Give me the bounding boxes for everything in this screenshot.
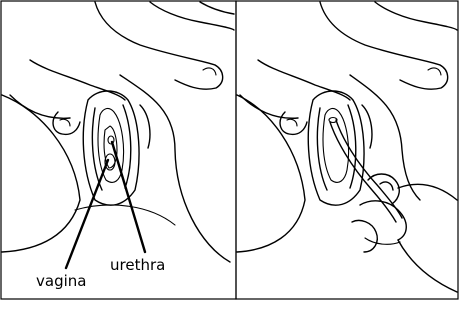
left-panel: vagina urethra [1, 1, 236, 299]
catheter-tube [329, 118, 402, 223]
left-panel-frame [1, 1, 236, 299]
right-vulva [308, 91, 364, 205]
urethra-label: urethra [110, 256, 165, 274]
right-panel-frame [236, 1, 458, 299]
inserting-hand [352, 174, 457, 292]
left-hand [10, 2, 234, 148]
vagina-label: vagina [36, 272, 86, 290]
urethra-pointer-line [112, 142, 145, 252]
left-vulva [83, 91, 139, 205]
right-hand [240, 2, 457, 148]
right-panel [236, 1, 458, 299]
